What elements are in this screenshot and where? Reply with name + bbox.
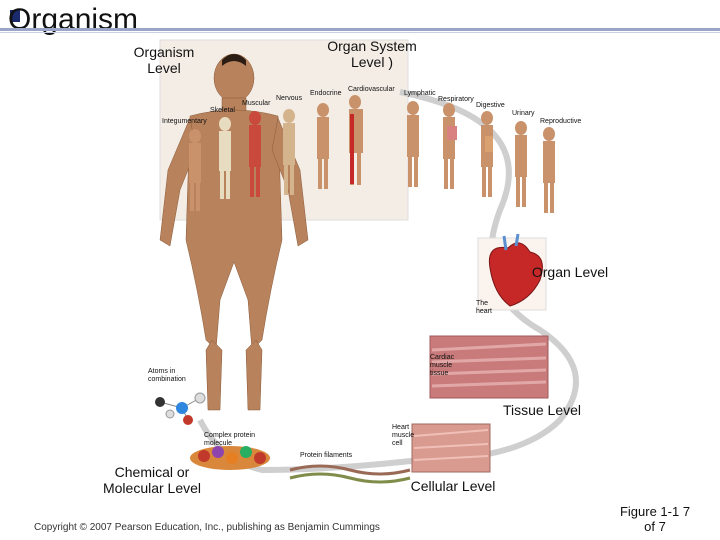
title-underline-thin — [0, 32, 720, 33]
protein-filament-strand — [289, 464, 411, 476]
organism-level-label: Organism Level — [133, 44, 195, 76]
protein-filament-strand — [289, 472, 411, 484]
cell-striations — [413, 429, 489, 461]
flow-arrow — [197, 89, 579, 474]
organ-level-label: Organ Level — [531, 264, 609, 280]
protein-molecule — [190, 446, 270, 470]
heart-cell-label: Heart muscle cell — [392, 424, 415, 447]
system-label-endocrine: Endocrine — [310, 90, 342, 97]
system-label-respiratory: Respiratory — [438, 96, 474, 103]
figure-caption: Figure 1-1 7 of 7 — [619, 504, 691, 534]
system-label-reproductive: Reproductive — [540, 118, 582, 125]
system-label-integumentary: Integumentary — [162, 118, 207, 125]
chemical-level-label: Chemical or Molecular Level — [102, 464, 202, 496]
atoms-label: Atoms in combination — [148, 368, 186, 383]
cellular-level-label: Cellular Level — [410, 478, 496, 494]
title-bullet — [10, 10, 20, 22]
system-label-digestive: Digestive — [476, 102, 505, 109]
atoms-molecule — [155, 392, 206, 425]
copyright-text: Copyright © 2007 Pearson Education, Inc.… — [34, 522, 380, 533]
system-label-urinary: Urinary — [512, 110, 535, 117]
system-label-muscular: Muscular — [242, 100, 271, 107]
tissue-level-label: Tissue Level — [502, 402, 582, 418]
organ-system-level-label: Organ System Level ) — [327, 38, 417, 70]
protein-filaments-label: Protein filaments — [300, 452, 353, 459]
tissue-striations — [431, 342, 547, 388]
cardiac-tissue-label: Cardiac muscle tissue — [430, 354, 455, 377]
system-figures — [189, 95, 555, 213]
heart-label: The heart — [476, 300, 492, 315]
hair — [222, 54, 246, 66]
system-label-lymphatic: Lymphatic — [404, 90, 436, 97]
title-underline — [0, 28, 720, 31]
complex-protein-label: Complex protein molecule — [204, 432, 255, 447]
system-label-cardiovascular: Cardiovascular — [348, 86, 395, 93]
heart-vessels — [502, 233, 520, 251]
system-label-skeletal: Skeletal — [210, 107, 235, 114]
organism-body — [159, 53, 309, 411]
system-label-nervous: Nervous — [276, 95, 303, 102]
